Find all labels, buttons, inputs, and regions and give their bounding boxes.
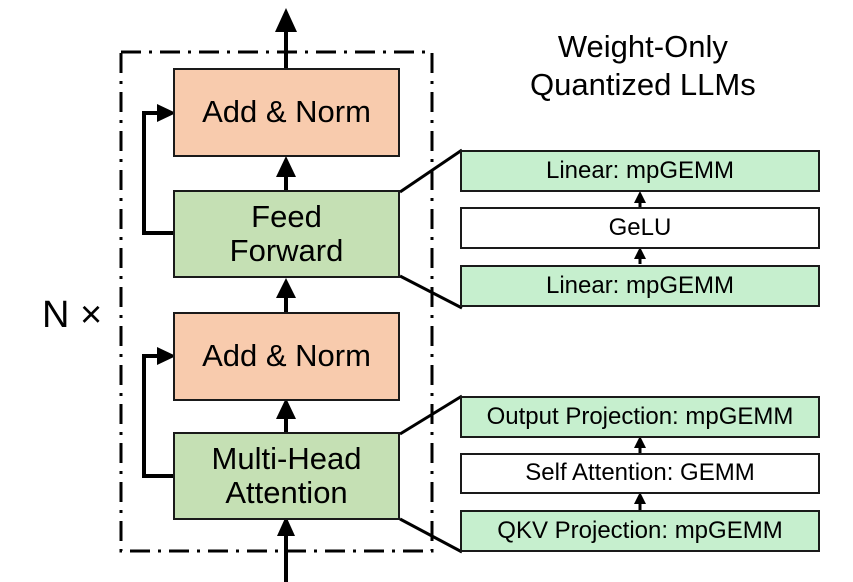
mha-to-addnorm-arrow xyxy=(276,398,296,432)
block-feed-forward-line-2: Forward xyxy=(229,233,344,268)
feedforward-to-addnorm-arrow xyxy=(276,156,296,190)
residual-connection-attention xyxy=(142,347,176,478)
panel-title-line-1: Weight-Only xyxy=(557,29,728,64)
panel-title-line-2: Quantized LLMs xyxy=(530,66,756,102)
detail-ffn-linear-top[interactable]: Linear: mpGEMM xyxy=(460,150,820,192)
expander-lines-ffn xyxy=(399,148,463,310)
block-add-and-norm-bottom[interactable]: Add & Norm xyxy=(173,312,400,401)
expander-lines-attention xyxy=(399,394,463,554)
panel-title: Weight-Only Quantized LLMs xyxy=(530,28,756,104)
detail-attention-self-attention[interactable]: Self Attention: GEMM xyxy=(460,453,820,494)
attention-detail-arrow-lower xyxy=(634,492,646,511)
detail-attention-output-projection[interactable]: Output Projection: mpGEMM xyxy=(460,396,820,438)
detail-attention-qkv-projection[interactable]: QKV Projection: mpGEMM xyxy=(460,510,820,552)
block-multi-head-attention-line-2: Attention xyxy=(225,475,348,510)
repeat-count-label: N × xyxy=(42,294,103,336)
output-arrow xyxy=(275,8,297,70)
ffn-detail-arrow-lower xyxy=(634,247,646,264)
block-feed-forward[interactable]: Feed Forward xyxy=(173,190,400,278)
detail-ffn-gelu[interactable]: GeLU xyxy=(460,207,820,249)
input-arrow xyxy=(277,516,295,582)
residual-connection-ffn xyxy=(142,104,176,235)
addnorm-to-feedforward-arrow xyxy=(276,278,296,313)
detail-ffn-linear-bottom[interactable]: Linear: mpGEMM xyxy=(460,265,820,307)
attention-detail-arrow-upper xyxy=(634,436,646,453)
ffn-detail-arrow-upper xyxy=(634,191,646,208)
block-feed-forward-line-1: Feed xyxy=(251,198,322,234)
block-multi-head-attention[interactable]: Multi-Head Attention xyxy=(173,432,400,520)
block-multi-head-attention-line-1: Multi-Head xyxy=(211,440,362,476)
block-add-and-norm-top[interactable]: Add & Norm xyxy=(173,68,400,157)
